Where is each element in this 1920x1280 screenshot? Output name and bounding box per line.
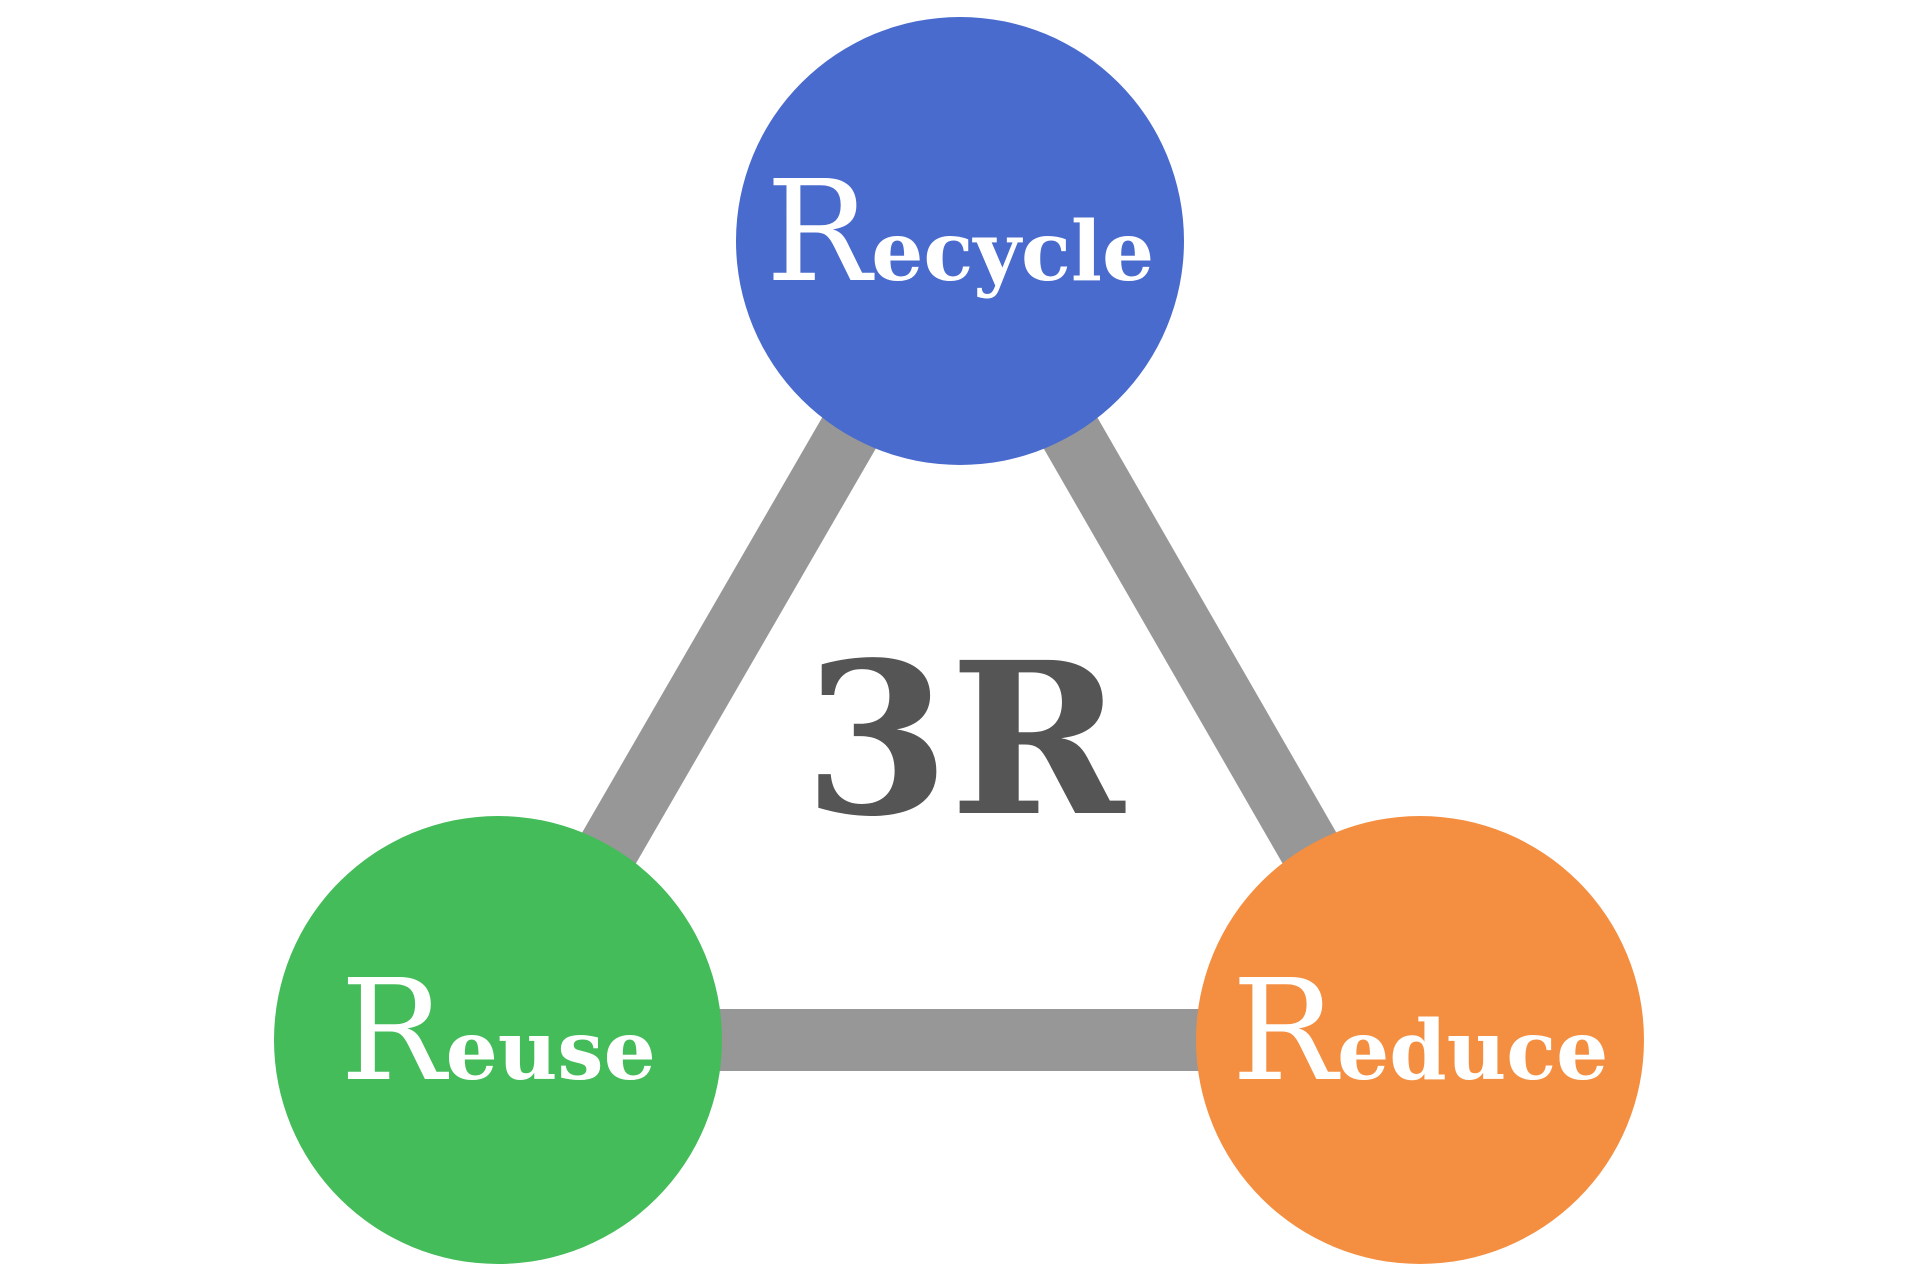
node-label-initial: R — [766, 151, 875, 314]
node-label-rest: ecycle — [871, 204, 1154, 300]
node-circle-reduce — [1196, 816, 1644, 1264]
center-title: 3R — [804, 616, 1126, 863]
node-label-rest: euse — [446, 1003, 656, 1099]
node-circle-reuse — [274, 816, 722, 1264]
node-label-initial: R — [340, 950, 449, 1113]
node-label-rest: educe — [1337, 1003, 1608, 1099]
node-label-recycle: Recycle — [766, 151, 1154, 314]
node-label-initial: R — [1232, 950, 1341, 1113]
node-circle-recycle — [736, 17, 1184, 465]
node-recycle: Recycle — [736, 17, 1184, 465]
node-label-reduce: Reduce — [1232, 950, 1609, 1113]
node-reuse: Reuse — [274, 816, 722, 1264]
node-label-reuse: Reuse — [340, 950, 656, 1113]
node-reduce: Reduce — [1196, 816, 1644, 1264]
